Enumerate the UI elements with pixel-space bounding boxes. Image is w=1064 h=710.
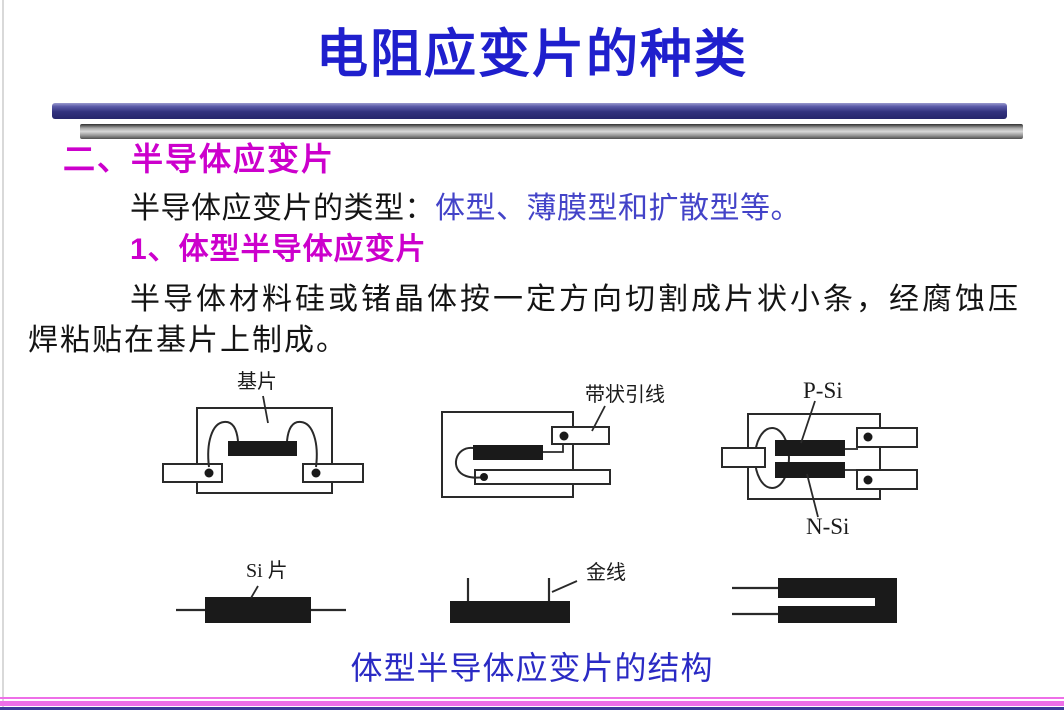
- label-gold-wire: 金线: [586, 562, 626, 584]
- lead-tab-lower-right: [856, 469, 918, 490]
- wire-loop-left: [455, 446, 485, 479]
- weld-dot-upper: [559, 431, 569, 441]
- u-shaped-si-bar: [778, 578, 897, 623]
- ribbon-label-leader-line: [591, 405, 606, 432]
- lead-wire-arc-right: [286, 420, 318, 468]
- label-ribbon-lead: 带状引线: [585, 384, 665, 406]
- diagram-gold-wire-strip: [450, 578, 578, 623]
- weld-dot-right: [311, 468, 321, 478]
- gold-label-leader-line: [551, 580, 578, 593]
- label-base-plate: 基片: [237, 371, 277, 393]
- divider-bar-gray: [80, 124, 1023, 139]
- lead-tab-left: [162, 463, 223, 483]
- weld-dot-lower: [480, 473, 488, 481]
- type-line-black-text: 半导体应变片的类型：: [130, 192, 435, 225]
- si-bar: [205, 597, 311, 623]
- label-p-si: P-Si: [803, 378, 843, 403]
- slide-title: 电阻应变片的种类: [315, 26, 748, 84]
- figure-caption: 体型半导体应变片的结构: [350, 650, 714, 686]
- label-n-si: N-Si: [806, 514, 850, 539]
- sub-heading: 1、体型半导体应变片: [130, 233, 427, 266]
- diagram-pn-gauge: [721, 400, 918, 518]
- diagram-basic-gauge: [162, 395, 364, 494]
- si-bar: [473, 445, 543, 460]
- weld-dot-left: [204, 468, 214, 478]
- p-si-bar: [775, 440, 845, 456]
- ribbon-tab-lower: [474, 469, 611, 485]
- divider-bar-navy: [52, 103, 1007, 119]
- diagram-u-shaped-strip: [732, 578, 897, 623]
- diagram-si-strip: [176, 585, 346, 623]
- wire-to-upper-tab: [543, 444, 564, 453]
- p-si-label-leader-line: [800, 400, 816, 444]
- lead-tab-left: [721, 447, 766, 468]
- n-si-label-leader-line: [806, 473, 819, 518]
- si-bar: [228, 441, 297, 456]
- base-label-leader-line: [262, 395, 269, 424]
- lead-tab-right: [302, 463, 364, 483]
- weld-dot-upper: [863, 432, 873, 442]
- diagram-ribbon-lead-gauge: [441, 405, 611, 498]
- lead-tab-upper-right: [856, 427, 918, 448]
- footer-line-navy: [0, 707, 1064, 710]
- type-line-blue-text: 体型、薄膜型和扩散型等。: [435, 192, 801, 225]
- weld-dot-lower: [863, 475, 873, 485]
- si-label-leader-line: [250, 585, 259, 599]
- body-text-line-2: 焊粘贴在基片上制成。: [28, 324, 348, 357]
- body-text-line-1: 半导体材料硅或锗晶体按一定方向切割成片状小条，经腐蚀压: [130, 283, 1021, 316]
- lead-wire-arc-left: [207, 420, 239, 468]
- footer-line-thin-pink: [0, 697, 1064, 699]
- section-heading: 二、半导体应变片: [63, 141, 336, 177]
- label-si-strip: Si 片: [246, 560, 288, 582]
- footer-line-thick-pink: [0, 701, 1064, 706]
- type-line: 半导体应变片的类型：体型、薄膜型和扩散型等。: [130, 192, 801, 227]
- n-si-bar: [775, 462, 845, 478]
- slide-left-edge-line: [2, 0, 4, 710]
- si-bar: [450, 601, 570, 623]
